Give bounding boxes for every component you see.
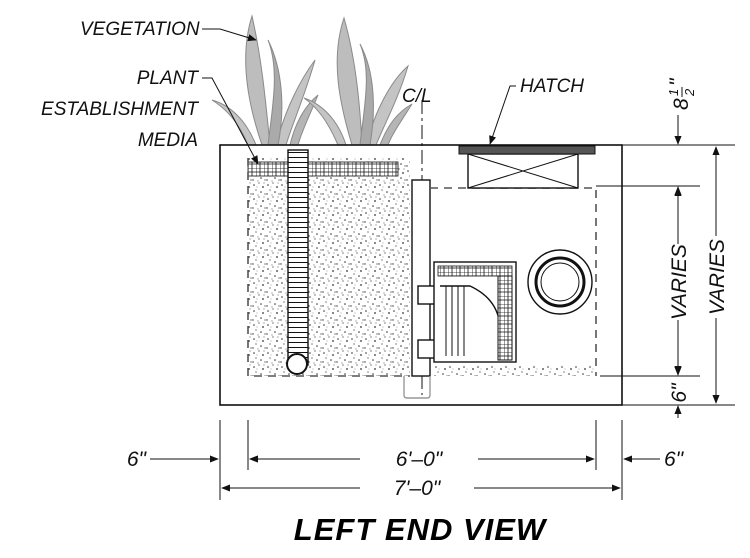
planter-inner-outline [247,158,410,377]
bottom-horizontal-dimensions [150,420,660,500]
divider-footing [403,376,431,399]
svg-text:8: 8 [670,98,693,110]
outlet-pipe [527,249,593,315]
vegetation-leader [202,28,257,42]
hatch-leader [489,85,516,145]
centerline-label: C/L [402,86,432,107]
right-vertical-dimensions [596,115,735,418]
filter-unit [433,261,517,363]
svg-text:1: 1 [666,89,681,96]
outer-height-dimension: VARIES [706,239,729,315]
top-offset-dimension: 8 1 2 " [666,77,697,110]
hatch-lid [458,145,596,155]
outer-width-dimension: 7'–0" [394,477,442,500]
ladder [417,285,437,359]
plant-label-line1: PLANT [137,68,200,89]
left-wall-dimension: 6" [127,448,148,471]
hatch-frame-cross-b [467,153,579,189]
plant-establishment-media-layer [247,161,399,177]
vegetation-label: VEGETATION [80,19,200,40]
right-wall-dimension: 6" [664,448,685,471]
plant-label-line3: MEDIA [138,130,198,151]
divider-wall [411,179,431,377]
outer-box-outline [219,144,623,406]
svg-text:2: 2 [682,88,697,97]
hatch-label: HATCH [520,76,584,97]
underdrain-pipe [286,353,308,375]
svg-text:": " [666,77,689,86]
inner-height-dimension: VARIES [668,244,691,320]
plant-label-line2: ESTABLISHMENT [41,99,199,120]
view-title: LEFT END VIEW [294,512,548,547]
vault-floor [434,366,594,376]
vegetation-graphic [211,14,413,146]
inner-width-dimension: 6'–0" [396,448,444,471]
bottom-slab-dimension: 6" [668,382,691,403]
planter-media-fill [248,158,410,376]
plant-media-leader [202,77,259,165]
riser-pipe [287,149,309,366]
